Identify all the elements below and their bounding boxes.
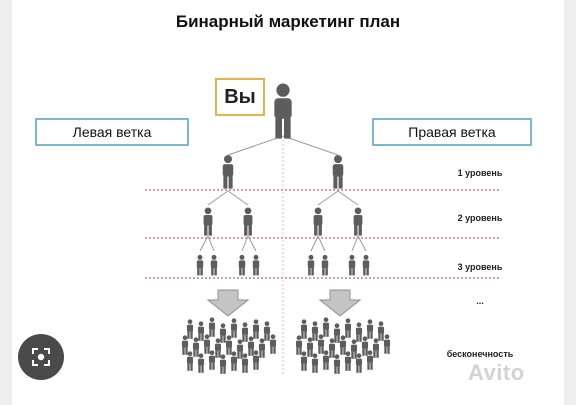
down-arrow-icon (206, 289, 250, 317)
person-icon (362, 254, 370, 276)
person-icon (321, 254, 329, 276)
person-icon (196, 254, 204, 276)
level-ellipsis-label: ... (476, 296, 484, 306)
person-icon (210, 254, 218, 276)
person-icon (238, 254, 246, 276)
person-icon (222, 155, 234, 189)
right-branch-label: Правая ветка (372, 118, 532, 146)
level-2-label: 2 уровень (457, 213, 503, 223)
person-icon (243, 207, 253, 236)
person-icon (353, 207, 363, 236)
diagram-title: Бинарный маркетинг план (175, 12, 401, 31)
level-3-label: 3 уровень (457, 262, 503, 272)
person-icon (348, 254, 356, 276)
avito-watermark: Avito (468, 360, 525, 385)
card (12, 0, 564, 405)
lens-icon (32, 348, 50, 366)
person-icon (252, 254, 260, 276)
level-1-label: 1 уровень (457, 168, 503, 178)
level-infinity-label: бесконечность (446, 349, 514, 359)
crowd-right (295, 317, 391, 374)
you-label: Вы (215, 78, 265, 116)
lens-search-icon[interactable] (18, 334, 64, 380)
connectors (199, 135, 367, 252)
down-arrow-icon (318, 289, 362, 317)
left-branch-label: Левая ветка (35, 118, 189, 146)
person-icon (203, 207, 213, 236)
person-icon (313, 207, 323, 236)
you-person-icon (274, 83, 292, 139)
person-icon (332, 155, 344, 189)
person-icon (307, 254, 315, 276)
crowd-left (181, 317, 277, 374)
